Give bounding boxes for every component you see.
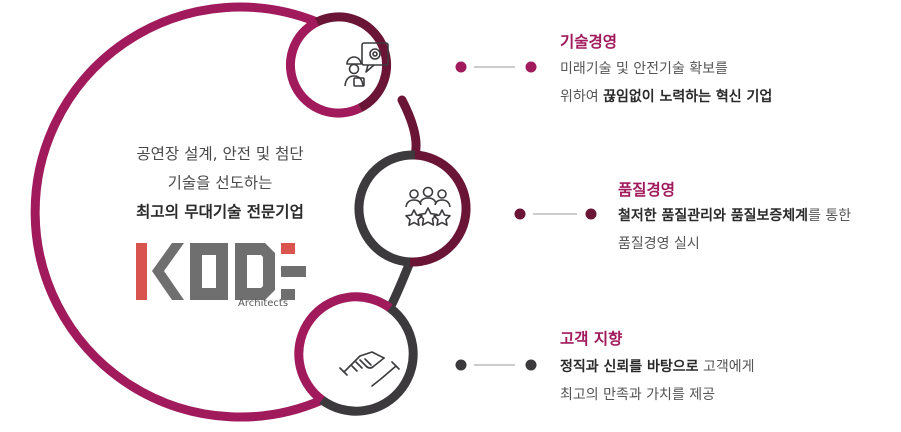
circle-bottom-left-arc (294, 292, 393, 404)
team-stars-icon (405, 186, 451, 226)
handshake-icon (339, 351, 400, 387)
intro-line-1: 공연장 설계, 안전 및 첨단 (136, 145, 304, 163)
intro-line-3: 최고의 무대기술 전문기업 (136, 203, 304, 221)
bullet-connector-3 (455, 359, 537, 371)
circle-top-right-arc (314, 12, 391, 113)
circle-middle-left-arc (354, 150, 416, 267)
ring-connector-lower (385, 257, 415, 313)
section-1-line-2-bold: 끊임없이 노력하는 혁신 기업 (603, 89, 773, 105)
section-1-title: 기술경영 (560, 33, 618, 51)
section-2-line-1-plain: 를 통한 (808, 208, 852, 224)
section-2-line-2: 품질경영 실시 (618, 236, 700, 252)
section-2-line-1: 철저한 품질관리와 품질보증체계를 통한 (618, 205, 851, 225)
section-1-line-2: 위하여 끊임없이 노력하는 혁신 기업 (560, 86, 772, 106)
section-3-line-1-bold: 정직과 신뢰를 바탕으로 (560, 359, 699, 375)
logo-subtitle: Architects (238, 298, 289, 309)
section-3-line-1-plain: 고객에게 (698, 359, 755, 375)
outer-ring-magenta (30, 2, 327, 422)
section-3-line-2: 최고의 만족과 가치를 제공 (560, 387, 716, 403)
section-1-line-1: 미래기술 및 안전기술 확보를 (560, 61, 728, 77)
ring-connector-upper (397, 95, 421, 160)
circle-bottom-right-arc (319, 304, 418, 416)
engineer-gear-icon (344, 42, 389, 87)
circle-middle-right-arc (409, 150, 471, 267)
bullet-connector-2 (514, 208, 597, 220)
section-3-title: 고객 지향 (560, 330, 623, 348)
section-1-line-2-plain: 위하여 (560, 89, 604, 105)
bullet-connector-1 (455, 61, 537, 73)
kode-logo (136, 243, 306, 300)
section-2-title: 품질경영 (618, 181, 676, 199)
section-3-line-1: 정직과 신뢰를 바탕으로 고객에게 (560, 356, 755, 376)
section-2-line-1-bold: 철저한 품질관리와 품질보증체계 (618, 208, 809, 224)
intro-line-2: 기술을 선도하는 (167, 174, 273, 192)
circle-top-left-arc (286, 17, 363, 118)
